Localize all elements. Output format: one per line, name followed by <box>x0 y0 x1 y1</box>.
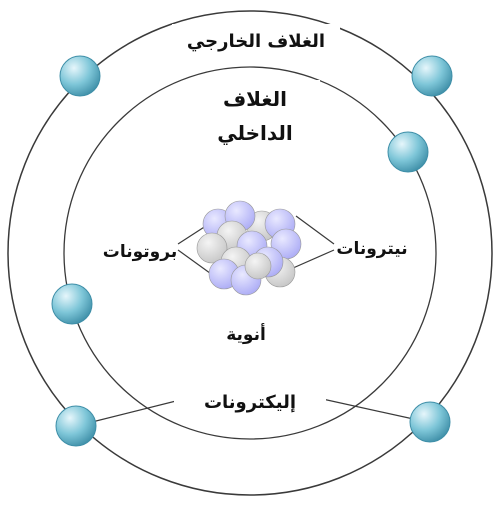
electrons-leader-right <box>318 398 418 420</box>
outer-shell-label: الغلاف الخارجي <box>187 31 325 52</box>
electron-inner-left <box>52 284 92 324</box>
electron-outer-bottom-right <box>410 402 450 442</box>
nucleus-cluster <box>197 201 301 295</box>
inner-shell-label-line2: الداخلي <box>217 121 293 146</box>
electron-inner-top-right <box>388 132 428 172</box>
electron-outer-top-left <box>60 56 100 96</box>
inner-shell-label-line1: الغلاف <box>223 87 287 111</box>
electrons-label: إليكترونات <box>204 392 296 413</box>
electron-outer-top-right <box>412 56 452 96</box>
electron-outer-bottom-left <box>56 406 96 446</box>
protons-label: بروتونات <box>103 242 177 262</box>
nucleus-label: أنوية <box>226 323 266 345</box>
neutrons-leader-top <box>296 216 334 244</box>
neutrons-label: نيترونات <box>336 239 407 259</box>
electrons-leader-left <box>84 398 188 424</box>
neutron <box>245 253 271 279</box>
